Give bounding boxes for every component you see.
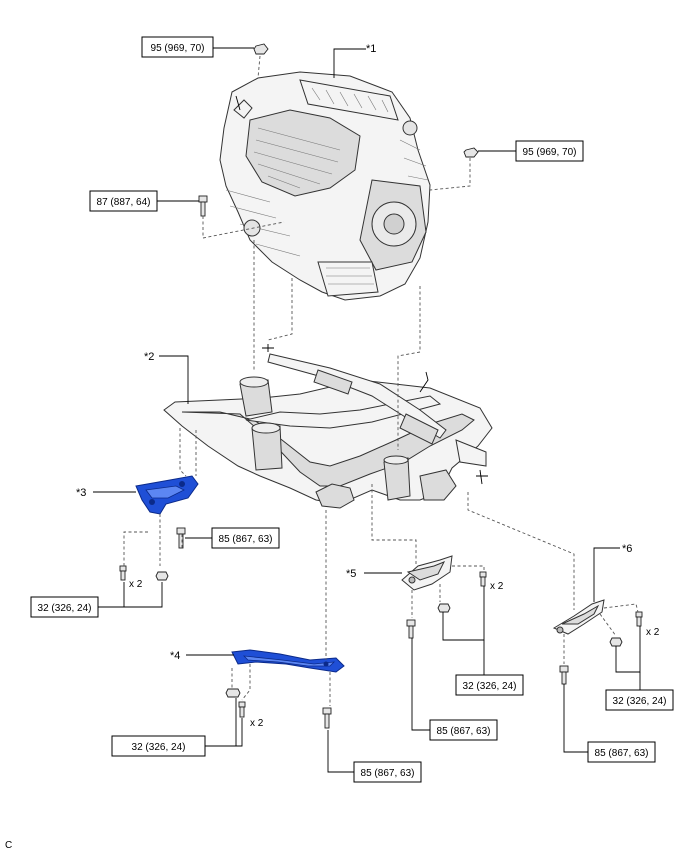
part-6-bracket: [552, 599, 605, 635]
front-suspension-crossmember: [163, 344, 493, 509]
nut-part3: [155, 571, 169, 581]
quantity-part5: x 2: [490, 581, 504, 592]
leader-lines: [93, 47, 641, 773]
bolt-part4-stud: [238, 701, 246, 708]
torque-label-part6-nuts: 32 (326, 24): [605, 689, 674, 711]
torque-label-engine-left: 87 (887, 64): [89, 190, 158, 212]
part-4-brace: [231, 649, 345, 673]
nut-part5: [437, 603, 451, 613]
corner-mark: C: [5, 840, 12, 851]
svg-text:32 (326, 24): 32 (326, 24): [613, 696, 667, 707]
quantity-part3: x 2: [129, 579, 143, 590]
nut-right: [463, 147, 479, 158]
torque-label-top: 95 (969, 70): [141, 36, 214, 58]
bolt-part3: [176, 527, 186, 535]
svg-text:95 (969, 70): 95 (969, 70): [151, 43, 205, 54]
callout-5: *5: [346, 568, 356, 580]
svg-text:85 (867, 63): 85 (867, 63): [595, 748, 649, 759]
part-3-bracket: [135, 475, 199, 515]
svg-text:85 (867, 63): 85 (867, 63): [361, 768, 415, 779]
callout-1: *1: [366, 43, 376, 55]
svg-text:32 (326, 24): 32 (326, 24): [38, 603, 92, 614]
svg-text:32 (326, 24): 32 (326, 24): [132, 742, 186, 753]
torque-label-part4-nuts: 32 (326, 24): [111, 735, 206, 757]
bolt-part5-stud: [479, 571, 487, 578]
svg-text:87 (887, 64): 87 (887, 64): [97, 197, 151, 208]
torque-label-part5-nuts: 32 (326, 24): [455, 674, 524, 696]
nut-top: [253, 43, 269, 55]
torque-label-part6-bolt: 85 (867, 63): [587, 741, 656, 763]
bolt-part5: [406, 619, 416, 627]
callout-2: *2: [144, 351, 154, 363]
nut-part4: [225, 688, 241, 698]
torque-label-part5-bolt: 85 (867, 63): [429, 719, 498, 741]
torque-label-part4-bolt: 85 (867, 63): [353, 761, 422, 783]
bolt-part6: [559, 665, 569, 673]
nut-part6: [609, 637, 623, 647]
torque-label-part3-nuts: 32 (326, 24): [30, 596, 99, 618]
fasteners: [119, 43, 643, 729]
svg-text:32 (326, 24): 32 (326, 24): [463, 681, 517, 692]
svg-text:85 (867, 63): 85 (867, 63): [219, 534, 273, 545]
bolt-part3-stud: [119, 565, 127, 572]
bolt-part6-stud: [635, 611, 643, 618]
quantity-part4: x 2: [250, 718, 264, 729]
torque-label-right: 95 (969, 70): [515, 140, 584, 162]
quantity-part6: x 2: [646, 627, 660, 638]
bolt-engine-left: [198, 195, 208, 203]
callout-3: *3: [76, 487, 86, 499]
torque-label-part3-bolt: 85 (867, 63): [211, 527, 280, 549]
callout-4: *4: [170, 650, 180, 662]
svg-text:85 (867, 63): 85 (867, 63): [437, 726, 491, 737]
svg-text:95 (969, 70): 95 (969, 70): [523, 147, 577, 158]
callout-6: *6: [622, 543, 632, 555]
bolt-part4: [322, 707, 332, 715]
engine-assembly: [219, 71, 431, 301]
assembly-lines: [123, 55, 639, 706]
part-5-bracket: [401, 555, 453, 591]
